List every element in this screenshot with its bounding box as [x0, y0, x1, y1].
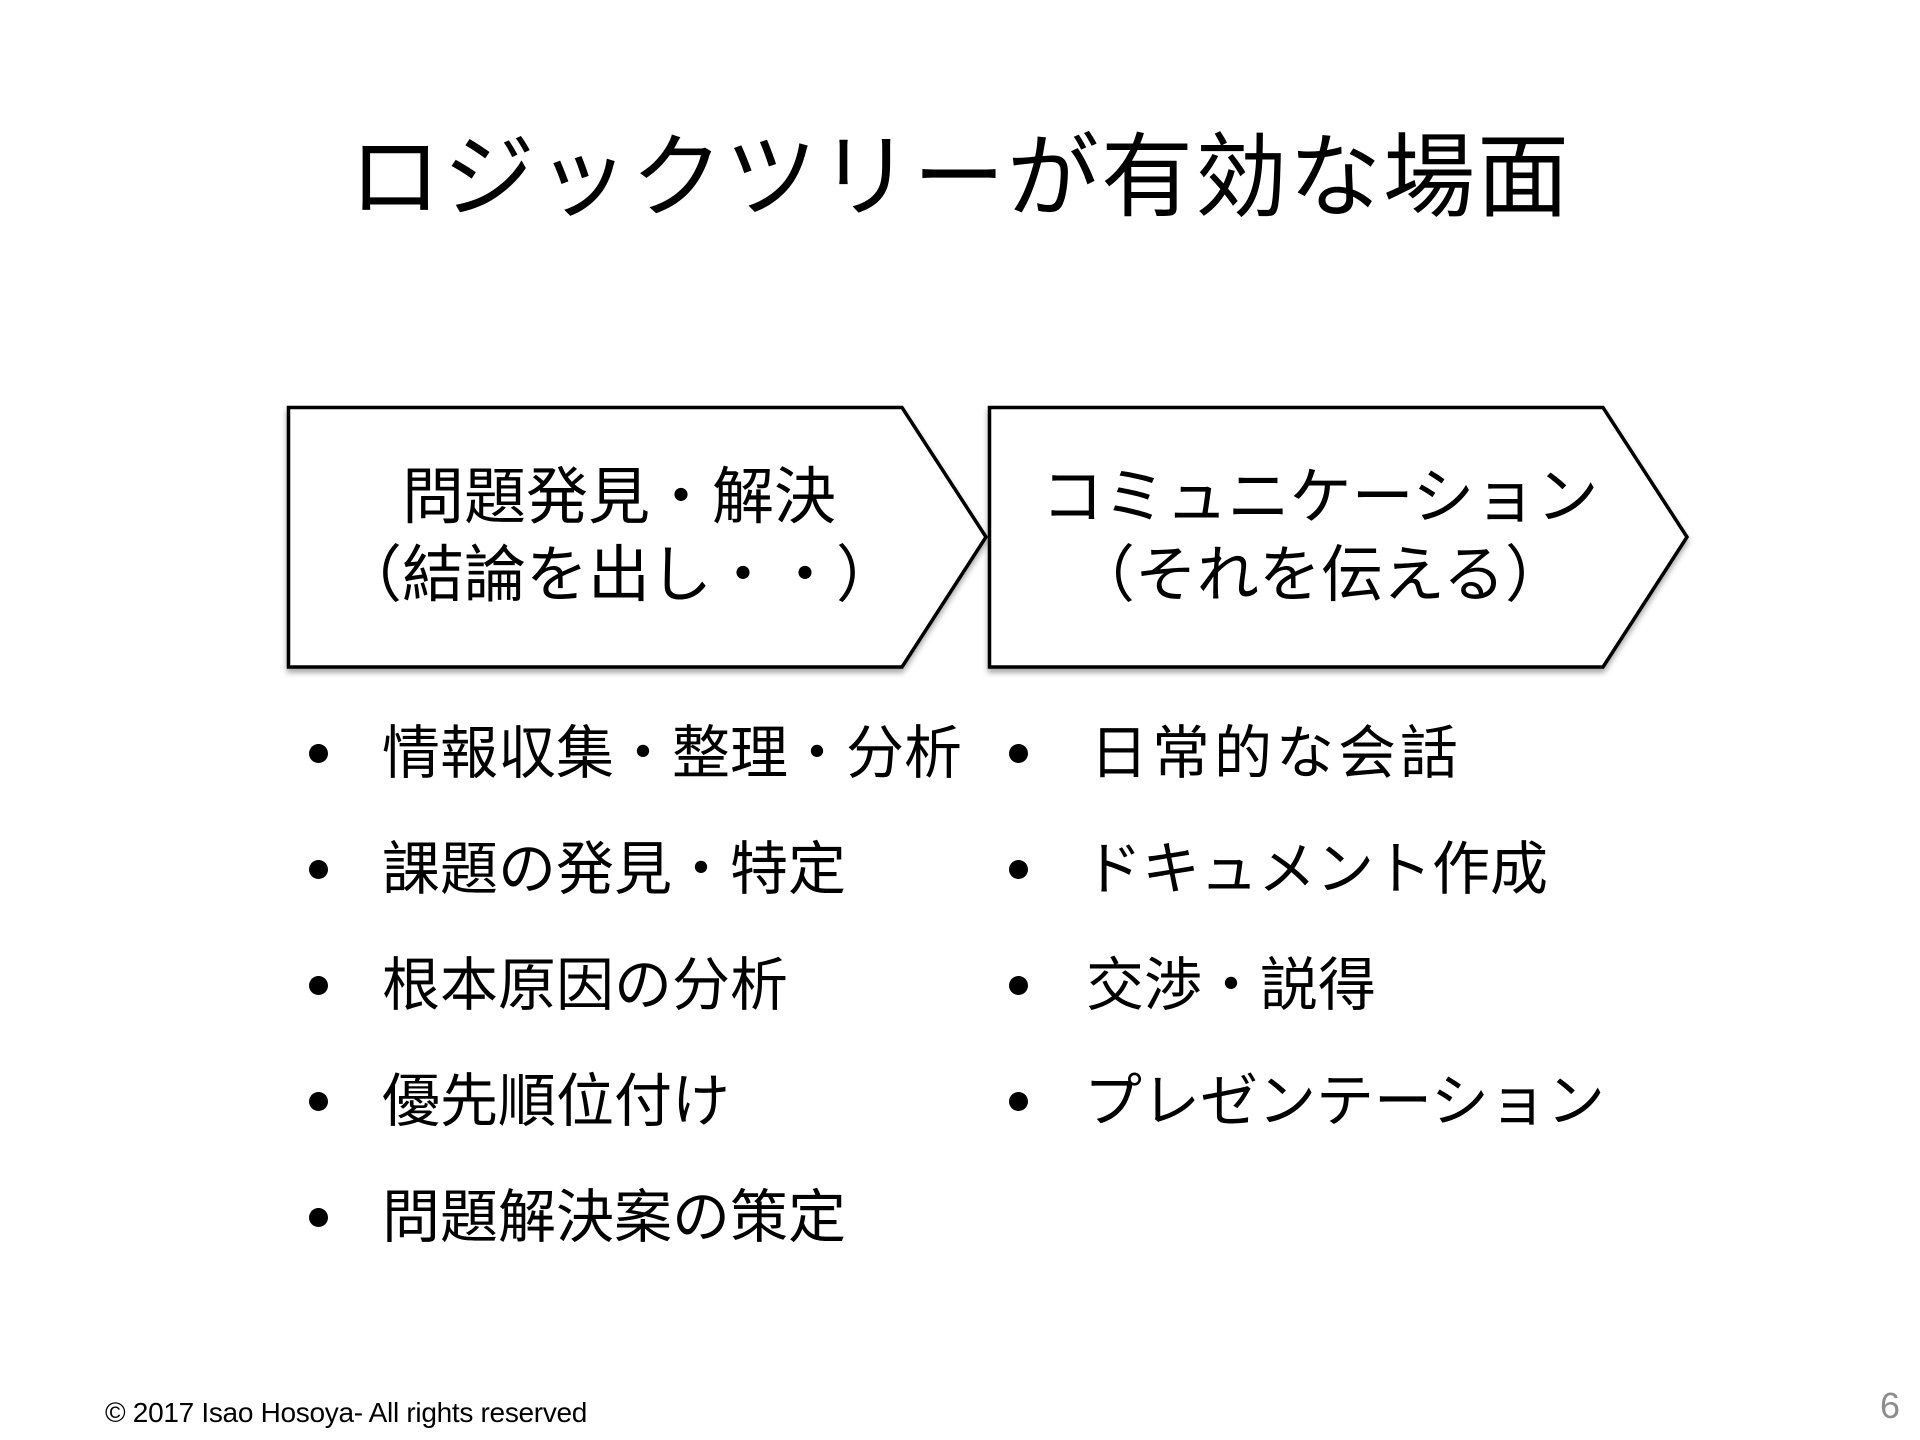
list-item-text: ドキュメント作成 — [1084, 835, 1549, 903]
list-item: 問題解決案の策定 — [308, 1182, 988, 1298]
bullet-icon — [1009, 860, 1028, 879]
bullet-icon — [1009, 976, 1028, 995]
problem-solving-list: 情報収集・整理・分析 課題の発見・特定 根本原因の分析 優先順位付け 問題解決案… — [308, 718, 988, 1298]
list-item: 交渉・説得 — [1008, 950, 1648, 1066]
list-item-text: 課題の発見・特定 — [382, 835, 847, 903]
list-item-text: 根本原因の分析 — [382, 951, 789, 1019]
communication-list: 日常的な会話 ドキュメント作成 交渉・説得 プレゼンテーション — [1008, 718, 1648, 1182]
list-item-text: 問題解決案の策定 — [382, 1183, 847, 1251]
page-number: 6 — [1880, 1385, 1901, 1426]
list-item-text: 日常的な会話 — [1090, 719, 1463, 787]
stage-label: コミュニケーション （それを伝える） — [988, 458, 1652, 614]
bullet-icon — [1009, 1092, 1028, 1111]
list-item: 課題の発見・特定 — [308, 834, 988, 950]
bullet-icon — [309, 1208, 328, 1227]
stage-label-line2: （結論を出し・・） — [339, 538, 898, 611]
chevron-shape-icon — [987, 405, 1690, 669]
list-item-text: 情報収集・整理・分析 — [382, 719, 963, 787]
stage-label-line1: コミュニケーション — [1041, 460, 1599, 533]
stage-chevron-communication: コミュニケーション （それを伝える） — [987, 405, 1690, 670]
list-item-text: 交渉・説得 — [1086, 951, 1377, 1019]
list-item: ドキュメント作成 — [1008, 834, 1648, 950]
stage-label-line2: （それを伝える） — [1072, 538, 1568, 611]
list-item-text: 優先順位付け — [382, 1067, 731, 1135]
list-item: 情報収集・整理・分析 — [308, 718, 988, 834]
list-item: 日常的な会話 — [1008, 718, 1648, 834]
bullet-icon — [309, 1092, 328, 1111]
chevron-shape-icon — [286, 405, 989, 669]
bullet-icon — [309, 976, 328, 995]
footer-copyright: © 2017 Isao Hosoya- All rights reserved — [105, 1397, 588, 1428]
list-item: 根本原因の分析 — [308, 950, 988, 1066]
bullet-icon — [309, 860, 328, 879]
stage-label-line1: 問題発見・解決 — [401, 460, 836, 533]
list-item: プレゼンテーション — [1008, 1066, 1648, 1182]
list-item-text: プレゼンテーション — [1084, 1067, 1605, 1135]
stage-chevron-problem-solving: 問題発見・解決 （結論を出し・・） — [286, 405, 989, 670]
bullet-icon — [309, 744, 328, 763]
bullet-icon — [1009, 744, 1028, 763]
slide-title: ロジックツリーが有効な場面 — [348, 124, 1571, 231]
list-item: 優先順位付け — [308, 1066, 988, 1182]
stage-label: 問題発見・解決 （結論を出し・・） — [287, 458, 951, 614]
